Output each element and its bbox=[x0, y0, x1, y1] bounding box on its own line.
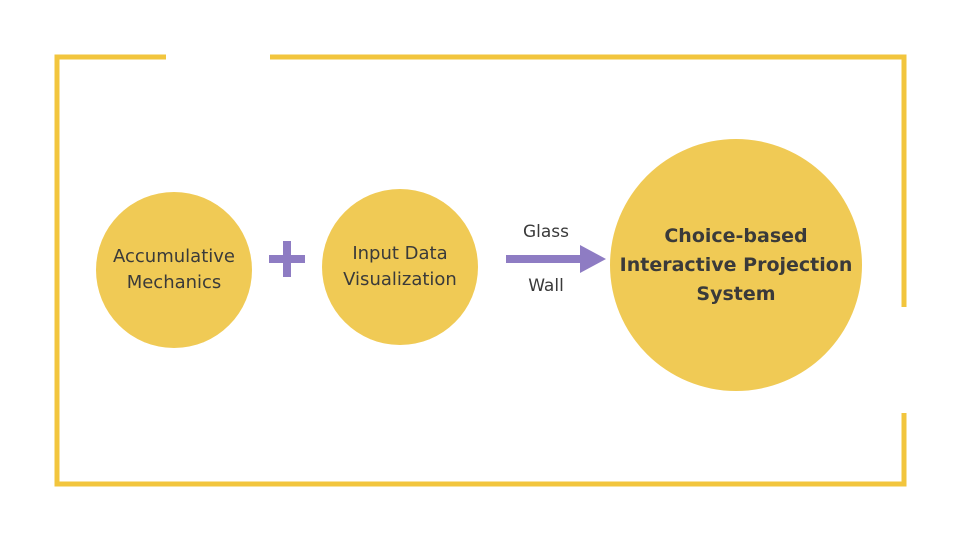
node-label: Choice-based Interactive Projection Syst… bbox=[619, 224, 853, 305]
node-label: Input Data Visualization bbox=[343, 243, 457, 290]
node-label: Accumulative Mechanics bbox=[113, 246, 235, 293]
node-input-data-visualization: Input Data Visualization bbox=[322, 189, 478, 345]
arrow-label-bottom: Wall bbox=[528, 276, 564, 296]
node-choice-based-interactive-projection-system: Choice-based Interactive Projection Syst… bbox=[610, 139, 862, 391]
plus-icon bbox=[269, 241, 305, 277]
arrow-label-top: Glass bbox=[522, 222, 570, 242]
arrow-right-icon bbox=[506, 245, 606, 273]
node-accumulative-mechanics: Accumulative Mechanics bbox=[96, 192, 252, 348]
